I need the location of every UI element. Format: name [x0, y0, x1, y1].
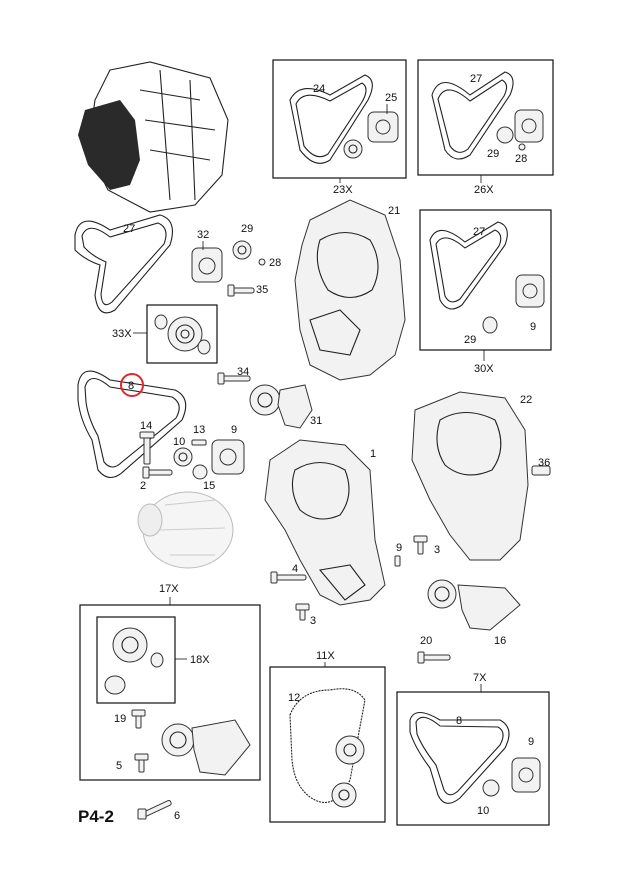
engine-illustration: [78, 61, 229, 213]
callout-6: 6: [174, 810, 180, 822]
callout-12: 12: [288, 692, 300, 704]
callout-29-b: 29: [241, 223, 253, 235]
callout-9-c: 9: [396, 542, 402, 554]
callout-29-a: 29: [487, 148, 499, 160]
tensioner-group-31: [217, 372, 313, 429]
callout-19: 19: [114, 713, 126, 725]
callout-9-b: 9: [231, 424, 237, 436]
callout-36: 36: [538, 457, 550, 469]
callout-8-b: 8: [456, 715, 462, 727]
box-label-17x: 17X: [159, 583, 179, 595]
cover-housing-1: [264, 439, 386, 606]
bolts-group: [270, 535, 428, 621]
bolt-6: [137, 800, 172, 820]
box-label-30x: 30X: [474, 363, 494, 375]
callout-9-d: 9: [528, 736, 534, 748]
callout-27-c: 27: [473, 226, 485, 238]
callout-4: 4: [292, 563, 298, 575]
callout-15: 15: [203, 480, 215, 492]
ribbed-belt-8: [77, 370, 187, 479]
callout-27-a: 27: [470, 73, 482, 85]
callout-21: 21: [388, 205, 400, 217]
callout-14: 14: [140, 420, 152, 432]
callout-22: 22: [520, 394, 532, 406]
kit-box-33x: [146, 304, 218, 364]
cover-housing-22: [411, 391, 551, 561]
callout-3-a: 3: [310, 615, 316, 627]
callout-27-b: 27: [123, 223, 135, 235]
callout-20: 20: [420, 635, 432, 647]
callout-28-b: 28: [269, 257, 281, 269]
highlight-ring: [120, 373, 144, 397]
alternator-illustration: [137, 491, 234, 569]
box-label-33x: 33X: [112, 328, 132, 340]
callout-16: 16: [494, 635, 506, 647]
idler-parts-group: [139, 431, 245, 480]
callout-10-a: 10: [173, 436, 185, 448]
callout-28-a: 28: [515, 153, 527, 165]
kit-box-17x: [79, 604, 261, 781]
kit-box-30x: [419, 209, 552, 351]
callout-1: 1: [370, 448, 376, 460]
box-label-11x: 11X: [316, 650, 335, 662]
box-label-18x: 18X: [190, 654, 210, 666]
callout-24: 24: [313, 83, 325, 95]
callout-25: 25: [385, 92, 397, 104]
box-label-26x: 26X: [474, 184, 494, 196]
callout-5: 5: [116, 760, 122, 772]
cover-housing-21: [294, 199, 406, 381]
box-label-23x: 23X: [333, 184, 353, 196]
callout-34: 34: [237, 366, 249, 378]
kit-box-23x: [272, 59, 407, 179]
callout-9-a: 9: [530, 321, 536, 333]
tensioner-group-32: [191, 240, 266, 297]
kit-box-11x: [269, 666, 386, 823]
page-code: P4-2: [78, 807, 114, 826]
callout-13: 13: [193, 424, 205, 436]
kit-box-26x: [417, 59, 554, 176]
kit-box-7x: [396, 691, 550, 826]
callout-10-b: 10: [477, 805, 489, 817]
callout-29-c: 29: [464, 334, 476, 346]
callout-31: 31: [310, 415, 322, 427]
callout-3-b: 3: [434, 544, 440, 556]
callout-32: 32: [197, 229, 209, 241]
callout-8-highlighted[interactable]: 8: [128, 380, 134, 392]
ribbed-belt-27: [74, 214, 173, 314]
tensioner-group-16: [417, 579, 521, 664]
callout-2: 2: [140, 480, 146, 492]
box-label-7x: 7X: [473, 672, 487, 684]
callout-35: 35: [256, 284, 268, 296]
